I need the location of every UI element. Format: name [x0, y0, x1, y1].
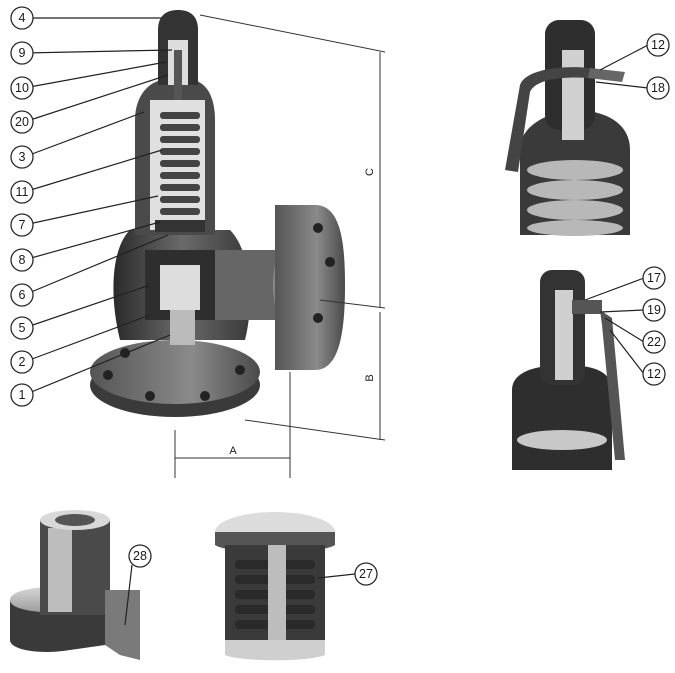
callout-28-label: 28	[133, 549, 147, 563]
main-callouts: 4 9 10 20 3 11 7 8 6 5 2 1	[10, 6, 173, 407]
detail-insert-right-callouts: 27	[317, 562, 378, 586]
callout-12-side-label: 12	[647, 367, 661, 381]
callout-28: 28	[128, 544, 152, 568]
callout-1: 1	[10, 383, 34, 407]
main-valve-illustration	[90, 10, 345, 417]
callout-17-label: 17	[647, 271, 661, 285]
dimension-a-label: A	[229, 445, 237, 457]
callout-18: 18	[646, 76, 670, 100]
callout-12-top-label: 12	[651, 38, 665, 52]
callout-9-label: 9	[19, 46, 26, 60]
detail-lever-top-illustration	[505, 20, 630, 236]
callout-2-label: 2	[19, 355, 26, 369]
callout-3: 3	[10, 145, 34, 169]
callout-20: 20	[10, 110, 34, 134]
callout-11-label: 11	[16, 185, 29, 199]
detail-lever-side-callouts: 17 19 22 12	[584, 266, 666, 386]
callout-27-label: 27	[359, 567, 373, 581]
callout-19: 19	[642, 298, 666, 322]
callout-10-label: 10	[15, 81, 29, 95]
callout-19-label: 19	[647, 303, 661, 317]
callout-22-label: 22	[647, 335, 661, 349]
callout-7-label: 7	[19, 218, 26, 232]
callout-18-label: 18	[651, 81, 665, 95]
callout-7: 7	[10, 213, 34, 237]
callout-8: 8	[10, 248, 34, 272]
detail-lever-top-callouts: 12 18	[595, 33, 670, 100]
detail-insert-right-illustration	[215, 512, 335, 661]
callout-9: 9	[10, 41, 34, 65]
callout-2: 2	[10, 350, 34, 374]
callout-4-label: 4	[19, 11, 26, 25]
detail-insert-left-illustration	[10, 510, 140, 660]
detail-insert-left-callouts: 28	[124, 544, 152, 626]
callout-10: 10	[10, 76, 34, 100]
callout-4: 4	[10, 6, 34, 30]
callout-27: 27	[354, 562, 378, 586]
callout-12-side: 12	[642, 362, 666, 386]
callout-17: 17	[642, 266, 666, 290]
callout-12-top: 12	[646, 33, 670, 57]
callout-11: 11	[10, 180, 34, 204]
callout-1-label: 1	[19, 388, 26, 402]
callout-6-label: 6	[19, 288, 26, 302]
callout-8-label: 8	[19, 253, 26, 267]
callout-5: 5	[10, 316, 34, 340]
callout-5-label: 5	[19, 321, 26, 335]
callout-20-label: 20	[15, 115, 29, 129]
callout-6: 6	[10, 283, 34, 307]
dimension-b-label: B	[364, 374, 376, 381]
dimension-lines: C B A	[174, 14, 386, 478]
dimension-c-label: C	[364, 168, 376, 176]
detail-lever-side-illustration	[512, 270, 625, 470]
callout-3-label: 3	[19, 150, 26, 164]
callout-22: 22	[642, 330, 666, 354]
